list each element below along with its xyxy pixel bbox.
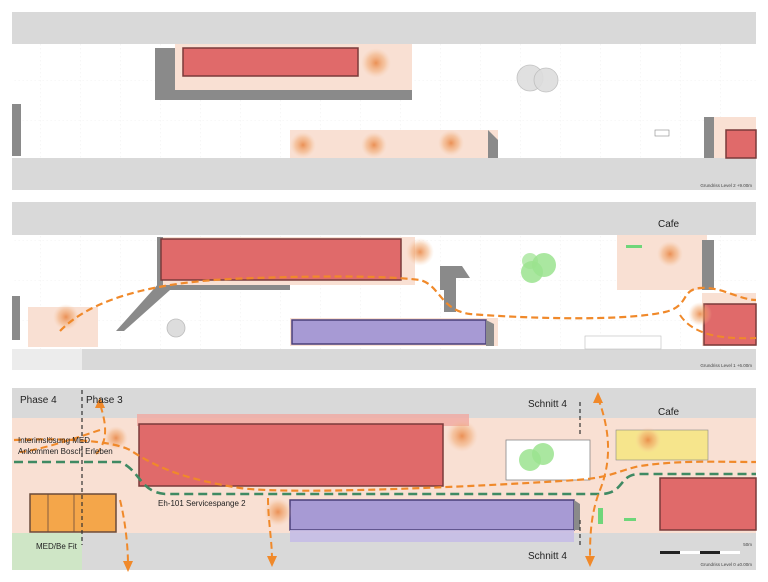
panel-level2: Grundriss Level 2 +9.00m — [12, 12, 757, 190]
purple-block — [289, 499, 575, 531]
red-block — [138, 423, 444, 487]
schnitt-label-top: Schnitt 4 — [528, 399, 567, 410]
street-north — [12, 202, 756, 235]
red-block — [160, 238, 402, 281]
street-south — [82, 349, 756, 370]
street-south — [12, 158, 756, 190]
panel-caption: Grundriss Level 2 +9.00m — [700, 183, 752, 188]
medbefit-label: MED/Be Fit — [36, 542, 78, 551]
visitor-path — [59, 275, 757, 332]
orange-block — [29, 493, 117, 533]
cafe-label: Cafe — [658, 219, 680, 230]
phase4-label: Phase 4 — [20, 395, 57, 406]
yellow-zone — [616, 430, 708, 460]
red-block — [182, 47, 359, 77]
panel-level0: 50m Phase 4 Phase 3 Schnitt 4 Schnitt 4 … — [12, 388, 757, 572]
panel-level1: Cafe Grundriss Level 1 +6.00m — [12, 202, 757, 370]
panel-caption: Grundriss Level 0 ±0.00m — [701, 562, 753, 567]
schnitt-label-bottom: Schnitt 4 — [528, 551, 567, 562]
interim-label-line1: Interimslösung MED — [18, 436, 90, 445]
scale-label: 50m — [743, 542, 752, 547]
green-area — [12, 533, 82, 570]
green-path — [14, 460, 756, 496]
phase3-label: Phase 3 — [86, 395, 123, 406]
street-north — [12, 388, 756, 418]
street-north — [12, 12, 756, 44]
cafe-label: Cafe — [658, 407, 680, 418]
purple-block — [291, 319, 487, 345]
visitor-path — [13, 438, 757, 492]
servicespange-label: Eh-101 Servicespange 2 — [158, 499, 246, 508]
interim-label-line2: Ankommen Bosch Erleben — [18, 447, 113, 456]
panel-caption: Grundriss Level 1 +6.00m — [700, 363, 752, 368]
